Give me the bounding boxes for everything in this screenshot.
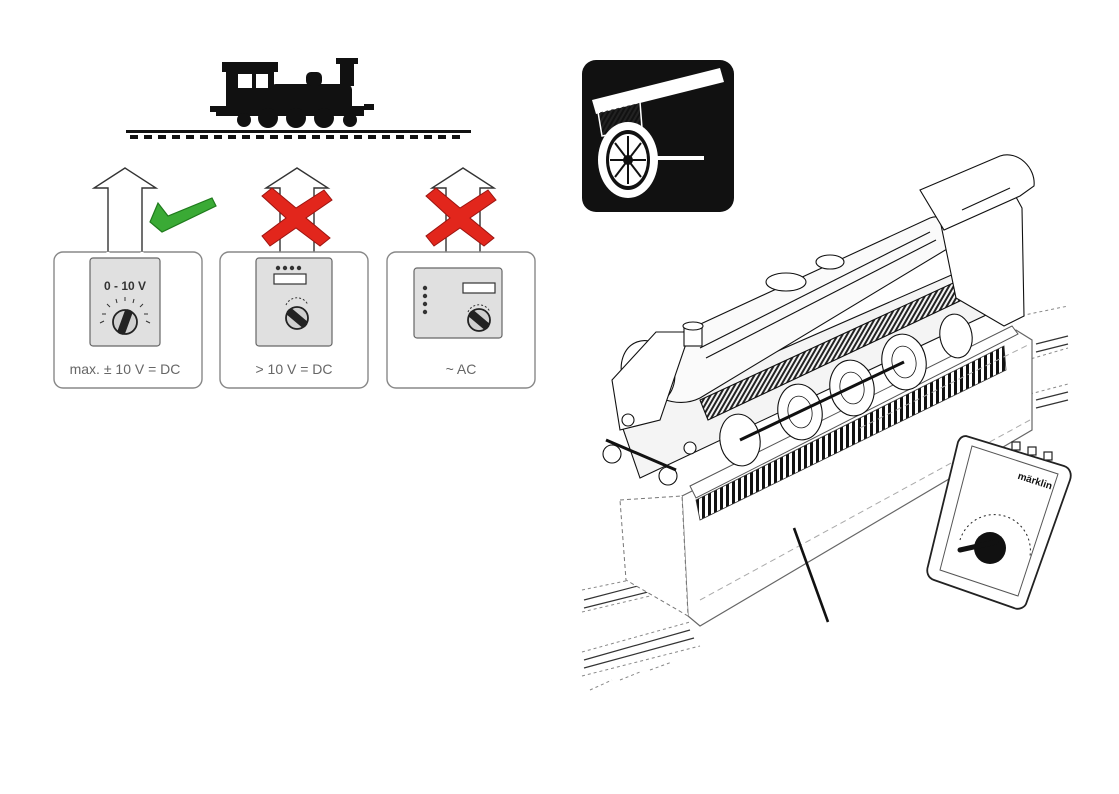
rail bbox=[126, 130, 471, 133]
locomotive-on-track bbox=[126, 58, 471, 139]
sleepers bbox=[130, 135, 460, 139]
panel-ac: ~ AC bbox=[387, 168, 535, 388]
panel-label: > 10 V = DC bbox=[255, 361, 332, 377]
panel-dc-0-10: 0 - 10 V max. ± 10 V = DC bbox=[54, 168, 216, 388]
panel-label: ~ AC bbox=[446, 361, 477, 377]
up-arrow bbox=[94, 168, 156, 258]
check-mark-icon bbox=[150, 198, 216, 232]
panel-dc-over-10: > 10 V = DC bbox=[220, 168, 368, 388]
panel-label: max. ± 10 V = DC bbox=[70, 361, 181, 377]
device-voltage-range: 0 - 10 V bbox=[104, 279, 146, 293]
locomotive-silhouette-icon bbox=[210, 58, 374, 128]
transformer-device: 0 - 10 V bbox=[90, 258, 160, 346]
transformer-device bbox=[256, 258, 332, 346]
wheel-brush-cleaning-icon bbox=[582, 60, 734, 212]
transformer-device bbox=[414, 268, 502, 338]
